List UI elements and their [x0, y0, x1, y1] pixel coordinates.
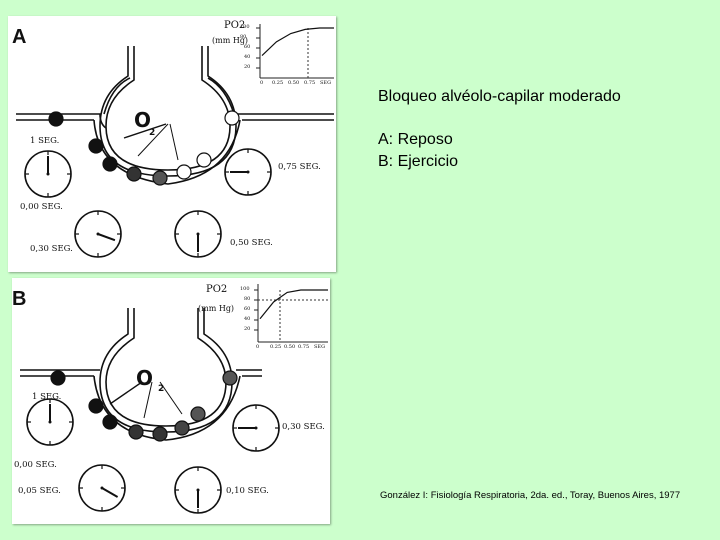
panel-a-clock-hand-2	[97, 233, 116, 242]
panel-a-clocks	[24, 148, 272, 258]
panel-b-timer-label-3: 0,05 SEG.	[18, 486, 61, 496]
panel-a-xtick-1: 0.25	[272, 80, 284, 86]
panel-b-po2-curve	[259, 289, 328, 320]
panel-b-graph-units: (mm Hg)	[198, 304, 235, 313]
panel-b-clock-3	[174, 466, 222, 514]
panel-b-xtick-2: 0.50	[284, 344, 296, 350]
panel-a-xtick-2: 0.50	[288, 80, 300, 86]
panel-b-o2-label: O	[136, 366, 154, 390]
panel-b-timer-label-2: 0,00 SEG.	[14, 460, 57, 470]
panel-b-ytick-2: 60	[244, 306, 251, 312]
panel-a-po2-curve	[261, 27, 334, 57]
panel-b-letter: B	[12, 288, 27, 310]
legend-line-a: A: Reposo	[378, 131, 453, 148]
panel-b-timer-label-0: 1 SEG.	[32, 392, 62, 402]
panel-a-xtick-0: 0	[260, 80, 264, 86]
panel-b-clock-1	[232, 404, 280, 452]
panel-a: A PO2 (mm Hg) 100 80 60 40 20 0 0.25 0.5…	[8, 16, 336, 272]
panel-b-clock-0	[26, 398, 74, 446]
panel-b-xtick-3: 0.75	[298, 344, 310, 350]
panel-a-clock-2	[74, 210, 122, 258]
panel-b-ytick-4: 20	[244, 326, 251, 332]
panel-a-timer-label-4: 0,50 SEG.	[230, 238, 273, 248]
panel-b-drawing	[20, 284, 328, 514]
legend-line-b: B: Ejercicio	[378, 153, 459, 170]
panel-b-graph	[254, 284, 328, 343]
panel-a-graph	[256, 24, 334, 79]
panel-a-o2-label: O	[134, 108, 152, 132]
panel-b-ytick-1: 80	[244, 296, 251, 302]
panel-a-ytick-2: 60	[244, 44, 251, 50]
panel-b-timer-label-4: 0,10 SEG.	[226, 486, 269, 496]
panel-a-clock-0	[24, 150, 72, 198]
panel-a-o2-sub: 2	[149, 128, 156, 138]
panel-a-timer-label-3: 0,30 SEG.	[30, 244, 73, 254]
panel-b-xtick-1: 0.25	[270, 344, 282, 350]
panel-a-xtick-4: SEG	[320, 80, 332, 86]
panel-a-letter: A	[12, 26, 27, 48]
panel-a-clock-3	[174, 210, 222, 258]
panel-b-clock-hand-2	[101, 487, 119, 498]
panel-b-clock-2	[78, 464, 126, 512]
panel-b-graph-ylabel: PO2	[206, 284, 228, 295]
panel-b-ytick-3: 40	[244, 316, 251, 322]
panel-a-graph-ylabel: PO2	[224, 20, 246, 31]
panel-a-graph-units: (mm Hg)	[212, 36, 249, 45]
panel-b-o2-sub: 2	[158, 384, 165, 394]
panel-b-clocks	[26, 398, 280, 514]
citation: González I: Fisiología Respiratoria, 2da…	[380, 490, 681, 501]
panel-a-clock-1	[224, 148, 272, 196]
panel-a-ytick-3: 40	[244, 54, 251, 60]
panel-a-ytick-4: 20	[244, 64, 251, 70]
panel-a-ytick-0: 100	[240, 24, 250, 30]
panel-a-drawing	[16, 24, 334, 258]
panel-b-alveolus	[99, 308, 233, 433]
panel-a-red-cells	[48, 110, 240, 186]
panel-b: B PO2 (mm Hg) 100 80 60 40 20 0 0.25 0.5…	[12, 278, 330, 524]
slide-title: Bloqueo alvéolo-capilar moderado	[378, 88, 621, 105]
panel-b-xtick-4: SEG	[314, 344, 326, 350]
panel-a-timer-label-1: 0,75 SEG.	[278, 162, 321, 172]
panel-a-xtick-3: 0.75	[304, 80, 316, 86]
panel-a-timer-label-0: 1 SEG.	[30, 136, 60, 146]
panel-a-alveolus	[99, 46, 237, 177]
panel-b-ytick-0: 100	[240, 286, 250, 292]
panel-b-red-cells	[50, 370, 238, 442]
panel-a-ytick-1: 80	[240, 34, 247, 40]
panel-b-xtick-0: 0	[256, 344, 260, 350]
panel-b-timer-label-1: 0,30 SEG.	[282, 422, 325, 432]
panel-a-timer-label-2: 0,00 SEG.	[20, 202, 63, 212]
